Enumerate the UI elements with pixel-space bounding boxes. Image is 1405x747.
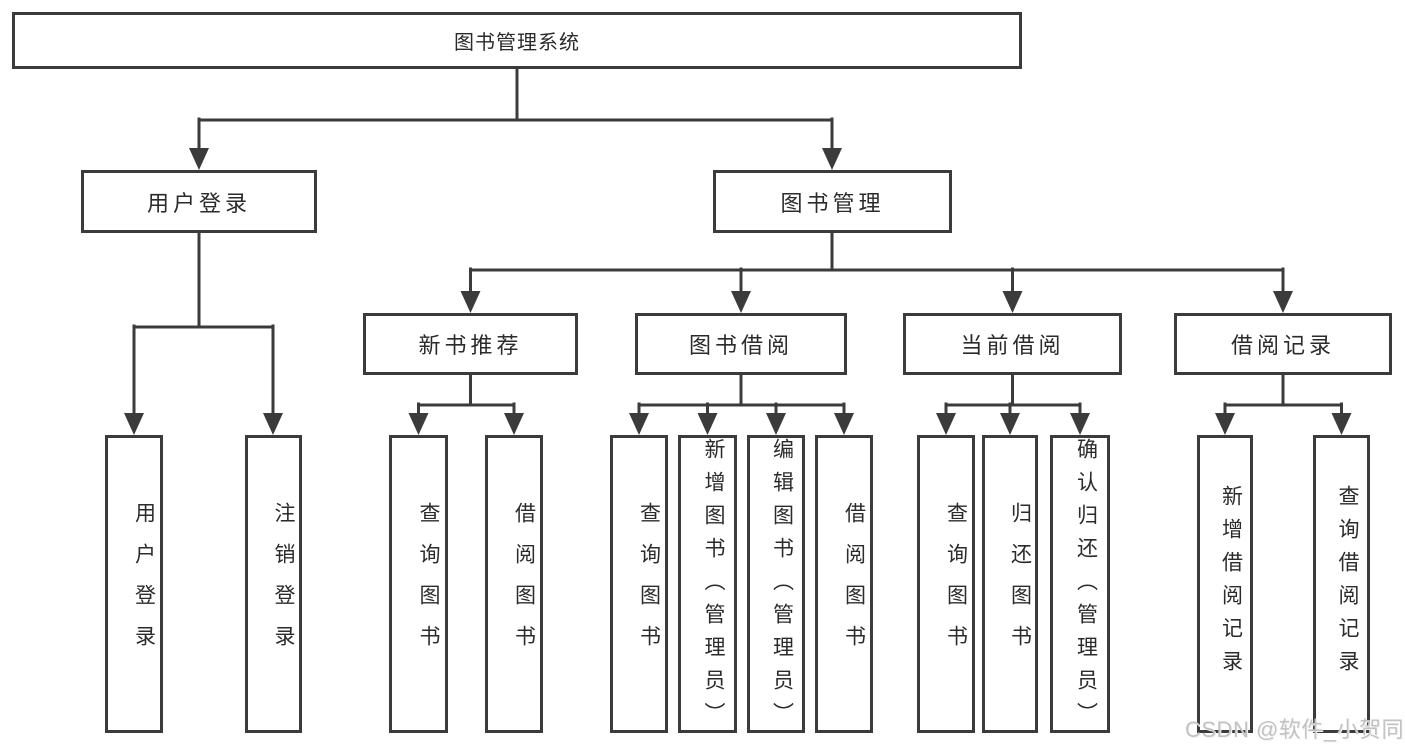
leaf-label: 确认归还（管理员）: [1074, 438, 1098, 735]
leaf-borrow-books-2: 借阅图书: [815, 435, 873, 733]
leaf-label: 编辑图书（管理员）: [770, 438, 794, 735]
leaf-confirm-return-admin: 确认归还（管理员）: [1050, 435, 1110, 735]
leaf-borrow-books-1: 借阅图书: [485, 435, 543, 733]
connector-root-to-level2: [189, 67, 842, 170]
connector-book-management-children: [460, 231, 1293, 313]
leaf-user-login: 用户登录: [105, 435, 163, 733]
leaf-label: 新增借阅记录: [1219, 485, 1243, 683]
connector-user-login-children: [124, 231, 283, 435]
leaf-label: 查询图书: [417, 502, 440, 666]
node-book-borrowing: 图书借阅: [635, 313, 847, 375]
connector-current-borrowing-children: [936, 373, 1090, 435]
leaf-query-books-2: 查询图书: [610, 435, 668, 733]
leaf-label: 新增图书（管理员）: [702, 438, 725, 735]
csdn-watermark: CSDN @软件_小贺同学: [1185, 717, 1405, 742]
leaf-label: 查询图书: [944, 502, 968, 666]
leaf-logout: 注销登录: [245, 435, 302, 733]
leaf-add-book-admin: 新增图书（管理员）: [678, 435, 737, 735]
leaf-label: 用户登录: [132, 502, 156, 666]
leaf-label: 查询图书: [637, 502, 661, 666]
leaf-label: 注销登录: [272, 502, 295, 666]
connector-borrowing-records-children: [1215, 373, 1352, 435]
node-book-management: 图书管理: [713, 170, 952, 233]
leaf-add-borrowing-record: 新增借阅记录: [1197, 435, 1253, 733]
node-user-login: 用户登录: [81, 170, 317, 233]
leaf-query-borrowing-record: 查询借阅记录: [1313, 435, 1370, 733]
leaf-query-books-1: 查询图书: [389, 435, 448, 733]
leaf-edit-book-admin: 编辑图书（管理员）: [747, 435, 805, 735]
connector-new-book-recommendation-children: [408, 373, 524, 435]
leaf-label: 查询借阅记录: [1336, 485, 1359, 683]
leaf-label: 借阅图书: [512, 502, 536, 666]
leaf-label: 归还图书: [1008, 502, 1032, 666]
leaf-query-books-3: 查询图书: [917, 435, 975, 733]
leaf-label: 借阅图书: [842, 502, 866, 666]
node-current-borrowing: 当前借阅: [903, 313, 1122, 375]
leaf-return-book: 归还图书: [982, 435, 1038, 733]
node-library-management-system: 图书管理系统: [12, 12, 1022, 69]
node-new-book-recommendation: 新书推荐: [363, 313, 578, 375]
node-borrowing-records: 借阅记录: [1174, 313, 1392, 375]
connector-book-borrowing-children: [629, 373, 854, 435]
